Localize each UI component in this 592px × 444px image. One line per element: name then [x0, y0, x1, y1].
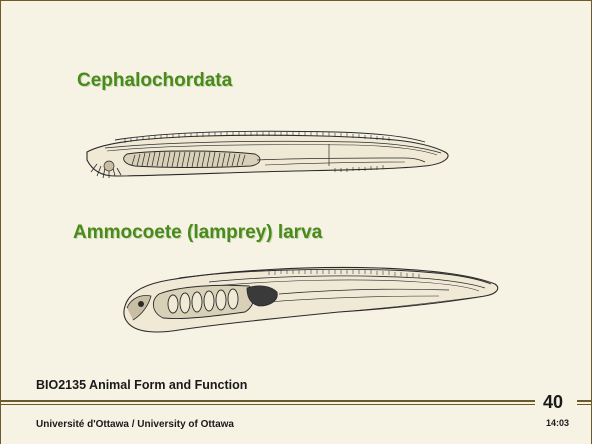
footer-rule-right-thin: [577, 404, 592, 405]
page-number: 40: [543, 392, 563, 413]
footer-rule: [1, 400, 535, 402]
top-border: [1, 0, 591, 1]
ammocoete-larva-illustration: [119, 258, 503, 342]
footer-rule-right: [577, 400, 592, 402]
footer-rule-thin: [1, 404, 535, 405]
university-name: Université d'Ottawa / University of Otta…: [36, 419, 234, 430]
heading-cephalochordata: Cephalochordata: [77, 70, 232, 92]
amphioxus-illustration: [85, 118, 453, 190]
course-title: BIO2135 Animal Form and Function: [36, 378, 247, 392]
heading-ammocoete-larva: Ammocoete (lamprey) larva: [73, 222, 322, 244]
slide-time: 14:03: [546, 418, 569, 428]
